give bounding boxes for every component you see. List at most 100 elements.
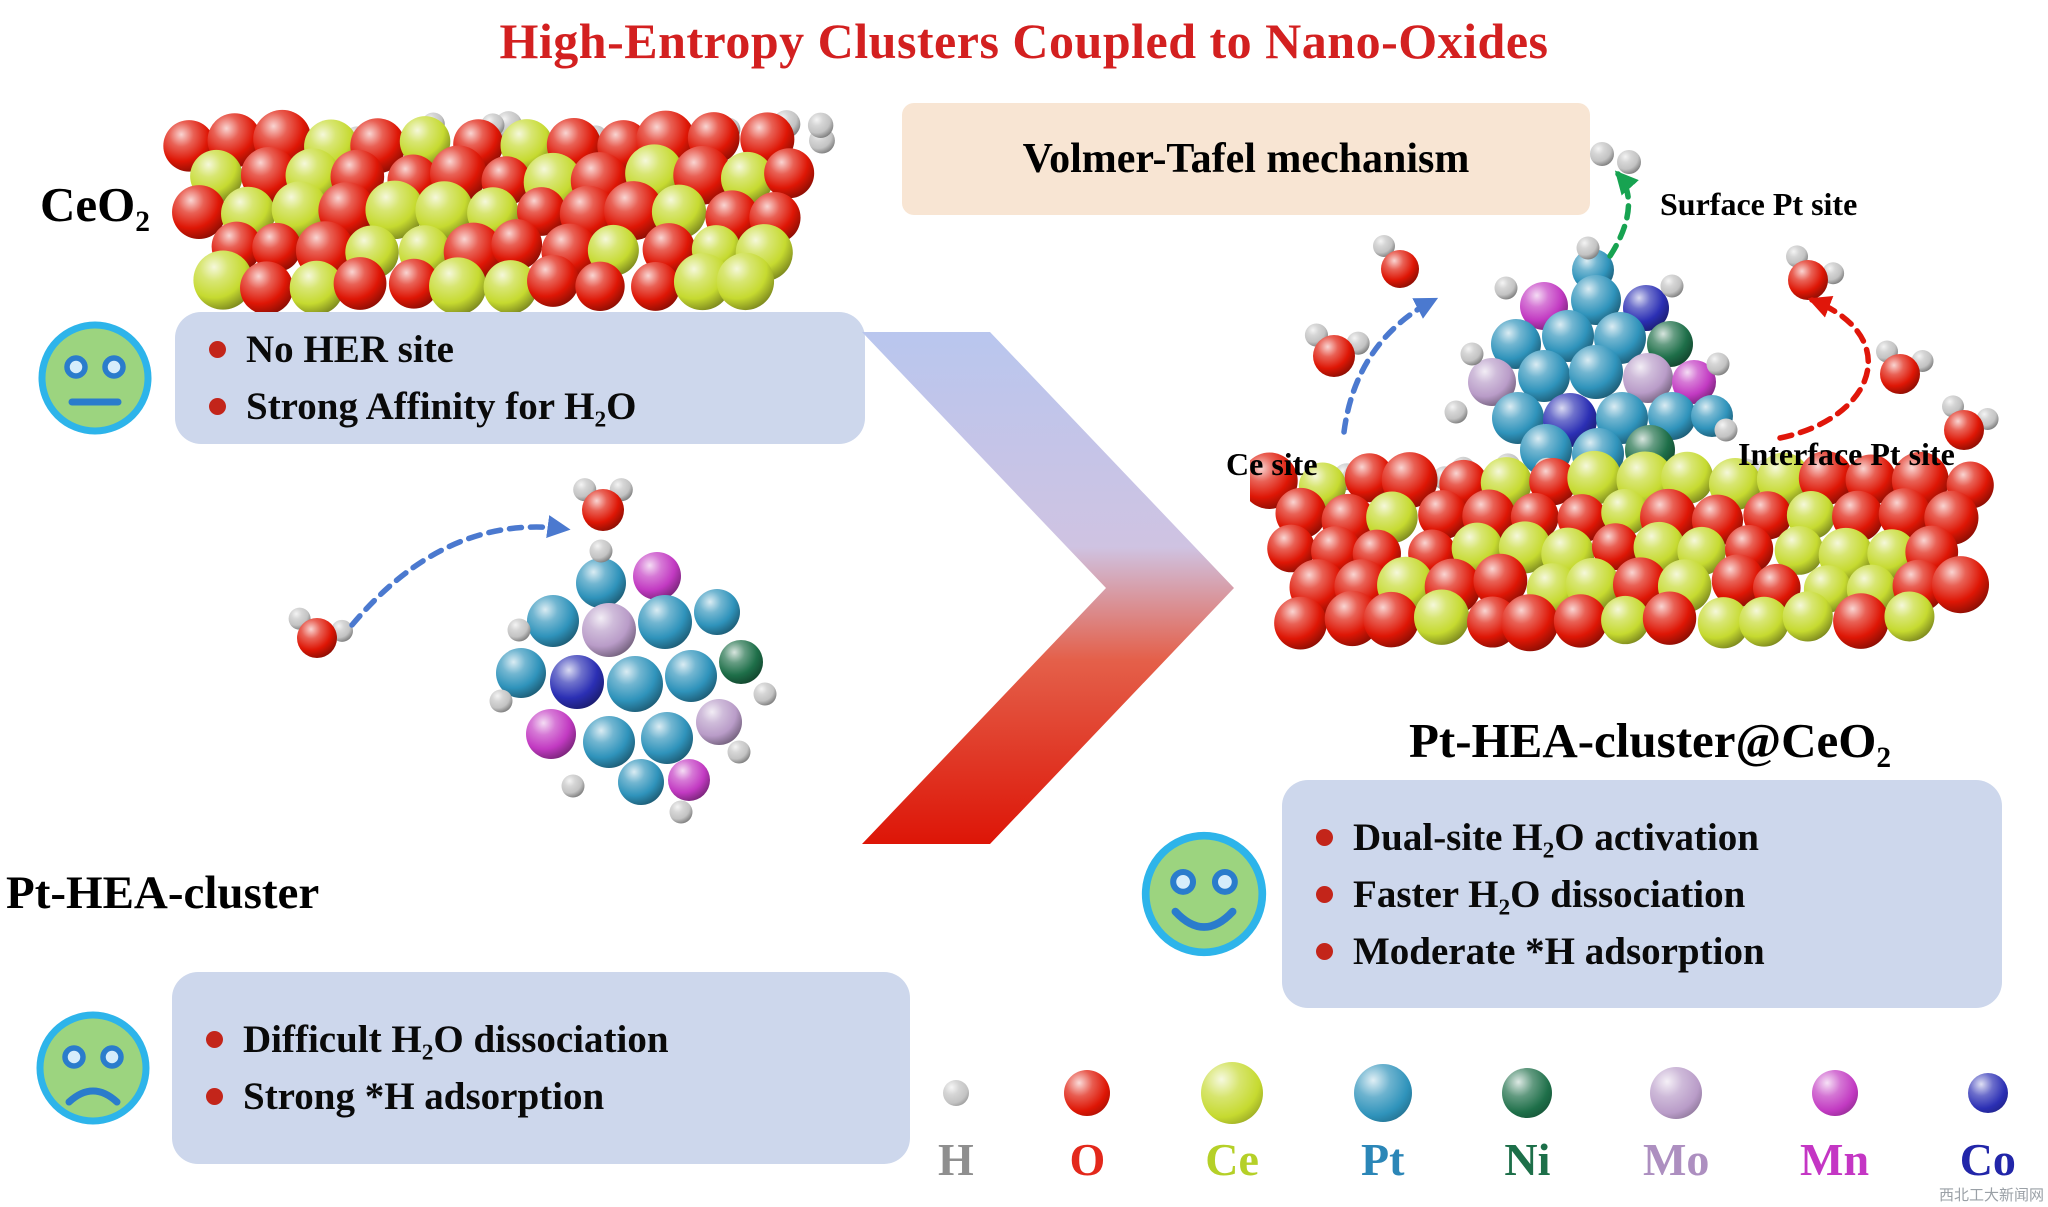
O-atom: [1363, 591, 1420, 648]
H-atom: [507, 618, 531, 642]
bullet-dot: [209, 398, 226, 415]
Ce-atom: [673, 253, 732, 311]
Ce-atom: [1567, 450, 1622, 505]
O-atom: [1711, 554, 1765, 608]
Ce-atom: [1601, 595, 1650, 645]
O-atom: [1381, 250, 1419, 288]
legend-label-Ce: Ce: [1205, 1134, 1259, 1185]
O-legend-sphere: [1064, 1070, 1111, 1116]
legend-item-Pt: Pt: [1353, 1057, 1412, 1185]
O-atom: [1324, 590, 1380, 647]
Ni-legend-sphere: [1502, 1068, 1553, 1118]
bullet-point: Strong *H adsorption: [206, 1074, 876, 1119]
legend-item-Ni: Ni: [1502, 1057, 1553, 1183]
bullet-point: Strong Affinity for H₂O: [209, 384, 831, 429]
legend-label-Pt: Pt: [1360, 1134, 1405, 1185]
ceo2-label: CeO₂: [40, 177, 150, 232]
bullet-point: Dual-site H₂O activation: [1316, 815, 1968, 860]
bullet-point: Moderate *H adsorption: [1316, 929, 1968, 974]
legend-sphere-slot: [942, 1057, 969, 1129]
face-eye: [1211, 868, 1238, 895]
H-atom: [1494, 276, 1518, 300]
Ce-atom: [271, 181, 328, 238]
H-atom: [669, 800, 693, 824]
H-legend-sphere: [942, 1080, 969, 1106]
legend-item-Mn: Mn: [1800, 1057, 1869, 1183]
dashed-arrow: [1341, 297, 1439, 435]
Mo-atom: [1468, 358, 1516, 406]
surface-pt-site-annotation: Surface Pt site: [1660, 186, 1858, 222]
H-atom: [1706, 352, 1730, 376]
bullet-dot: [1316, 828, 1333, 846]
Ce-atom: [1739, 596, 1789, 647]
Pt-atom: [1571, 275, 1621, 325]
legend-item-Ce: Ce: [1201, 1057, 1264, 1185]
Mn-atom: [668, 759, 710, 801]
Co-legend-sphere: [1967, 1073, 2008, 1113]
legend-sphere-slot: [1064, 1057, 1111, 1129]
bullet-dot: [206, 1031, 223, 1048]
Pt-atom: [607, 656, 663, 712]
bullet-text: Strong Affinity for H₂O: [246, 385, 637, 428]
legend-sphere-slot: [1967, 1057, 2008, 1129]
legend-sphere-slot: [1650, 1057, 1703, 1129]
Mo-atom: [696, 699, 742, 745]
dashed-arrow: [1777, 295, 1871, 441]
Ce-legend-sphere: [1201, 1062, 1264, 1124]
O-atom: [1880, 354, 1920, 394]
figure-title: High-Entropy Clusters Coupled to Nano-Ox…: [499, 13, 1549, 69]
watermark: 西北工大新闻网: [1938, 1186, 2044, 1204]
interface-pt-site-annotation: Interface Pt site: [1738, 436, 1955, 472]
Ce-atom: [483, 260, 538, 314]
Pt-atom: [694, 589, 740, 635]
Pt-atom: [641, 712, 693, 764]
H-atom: [753, 682, 777, 706]
composite-structure: [1250, 142, 1999, 652]
legend-label-Mn: Mn: [1800, 1134, 1870, 1185]
pt-hea-label: Pt-HEA-cluster: [6, 867, 320, 919]
legend-sphere-slot: [1201, 1057, 1264, 1129]
Mo-atom: [582, 603, 636, 657]
Pt-atom: [583, 716, 635, 768]
O-atom: [1553, 594, 1608, 648]
O-atom: [1344, 453, 1394, 503]
Ce-atom: [1697, 597, 1750, 649]
legend-sphere-slot: [1502, 1057, 1553, 1129]
Ce-atom: [429, 257, 487, 315]
Ce-atom: [415, 181, 474, 240]
bullet-text: No HER site: [246, 328, 454, 371]
ceo2-structure: [163, 109, 835, 315]
H-atom: [1617, 150, 1641, 174]
ce-site-annotation: Ce site: [1226, 446, 1318, 482]
O-atom: [1642, 591, 1697, 645]
H-atom: [1444, 400, 1468, 424]
bullet-text: Dual-site H₂O activation: [1353, 815, 1759, 859]
O-atom: [1788, 260, 1828, 300]
Mn-atom: [1672, 360, 1716, 404]
O-atom: [1313, 335, 1355, 377]
face-circle: [38, 321, 152, 435]
O-atom: [1274, 596, 1327, 650]
H-atom: [589, 539, 613, 563]
O-atom: [297, 618, 337, 658]
bullet-text: Difficult H₂O dissociation: [243, 1018, 669, 1061]
legend-label-H: H: [938, 1134, 974, 1185]
O-atom: [240, 261, 294, 315]
H-atom: [1660, 274, 1684, 298]
legend-sphere-slot: [1353, 1057, 1412, 1129]
Pt-atom: [1569, 345, 1623, 399]
O-atom: [631, 261, 681, 311]
face-circle: [1141, 831, 1267, 957]
Ce-atom: [399, 116, 451, 167]
face-eye: [100, 1045, 124, 1069]
O-atom: [1833, 593, 1889, 649]
legend-label-O: O: [1069, 1134, 1106, 1185]
O-atom: [1931, 556, 1990, 614]
O-atom: [333, 257, 387, 310]
O-atom: [1529, 457, 1577, 506]
Ce-atom: [193, 250, 253, 310]
transformation-arrow: [862, 332, 1234, 844]
